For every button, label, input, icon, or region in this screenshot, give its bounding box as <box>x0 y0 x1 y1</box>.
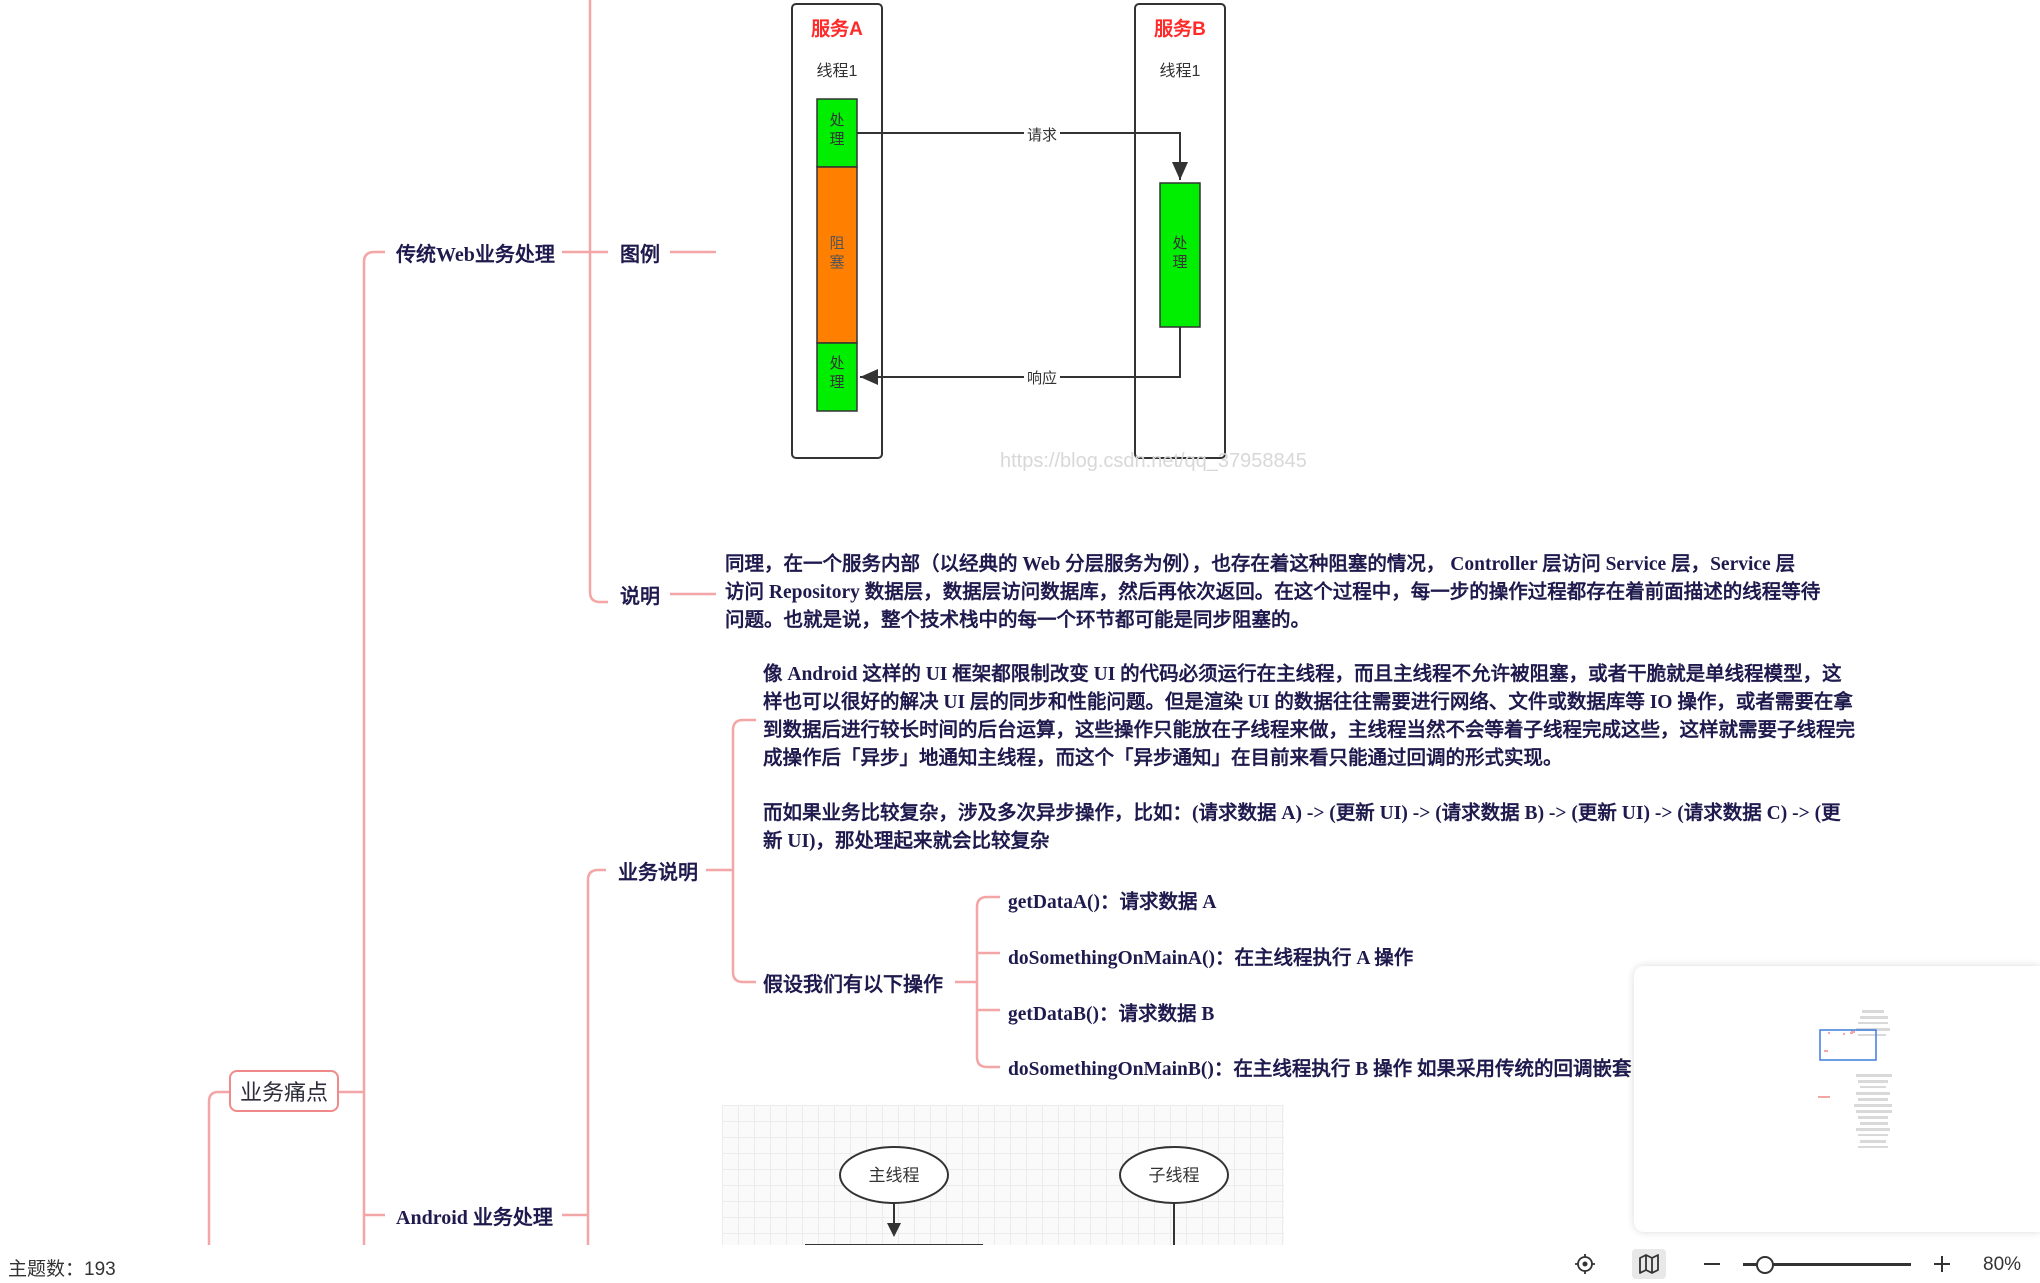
process-block-2 <box>816 342 858 412</box>
map-icon[interactable] <box>1632 1249 1666 1279</box>
op-main-b[interactable]: doSomethingOnMainB()：在主线程执行 B 操作 如果采用传统的… <box>1008 1059 1632 1080</box>
process-block-b <box>1159 182 1201 328</box>
response-label-bg <box>1024 367 1060 387</box>
zoom-in-icon[interactable] <box>1927 1249 1957 1279</box>
main-thread-arrowhead <box>887 1223 901 1237</box>
root-topic-label: 业务痛点 <box>239 1080 328 1105</box>
vlabel-char: 处 <box>1172 235 1187 252</box>
description-line: 同理，在一个服务内部（以经典的 Web 分层服务为例），也存在着这种阻塞的情况，… <box>725 554 1796 575</box>
op-get-data-a[interactable]: getDataA()：请求数据 A <box>1008 892 1217 913</box>
thread-flow-svg: 主线程 子线程 <box>805 1146 1229 1245</box>
mindmap-connectors <box>207 0 1000 1245</box>
topic-business-description[interactable]: 业务说明 <box>618 862 698 884</box>
vlabel-char: 理 <box>829 374 844 391</box>
request-arrow <box>857 132 1188 180</box>
service-a-title: 服务A <box>811 17 863 40</box>
topic-operations[interactable]: 假设我们有以下操作 <box>763 974 943 996</box>
vertical-label: 处理 <box>1172 235 1187 271</box>
vlabel-char: 处 <box>829 112 844 129</box>
paragraph-line: 像 Android 这样的 UI 框架都限制改变 UI 的代码必须运行在主线程，… <box>763 664 1842 685</box>
thread-flow-diagram[interactable]: 主线程 子线程 <box>722 1105 1284 1245</box>
status-bar: 主题数：193 80% <box>0 1245 2040 1283</box>
minimap-viewport[interactable] <box>1819 1029 1877 1061</box>
response-arrow <box>860 327 1181 385</box>
minimap-svg <box>1818 1010 1892 1148</box>
main-thread-label: 主线程 <box>869 1166 920 1185</box>
process-block-1 <box>816 98 858 168</box>
paragraph-line: 而如果业务比较复杂，涉及多次异步操作，比如：(请求数据 A) -> (更新 UI… <box>763 803 1841 824</box>
vertical-label: 阻塞 <box>829 235 844 271</box>
topic-android[interactable]: Android 业务处理 <box>396 1207 553 1229</box>
service-a-thread: 线程1 <box>817 62 858 80</box>
response-label: 响应 <box>1027 369 1057 387</box>
op-get-data-b[interactable]: getDataB()：请求数据 B <box>1008 1004 1215 1025</box>
zoom-out-icon[interactable] <box>1697 1249 1727 1279</box>
root-topic[interactable]: 业务痛点 <box>229 1070 339 1112</box>
vlabel-char: 处 <box>829 355 844 372</box>
topic-count: 主题数：193 <box>8 1259 116 1280</box>
legend-sequence-diagram[interactable]: 服务A 服务B 线程1 线程1 处理 阻塞 处理 处理 请求 响应 <box>780 0 1260 470</box>
zoom-slider[interactable] <box>1743 1256 1911 1274</box>
minimap[interactable] <box>1634 966 2040 1232</box>
android-paragraph-2[interactable]: 而如果业务比较复杂，涉及多次异步操作，比如：(请求数据 A) -> (更新 UI… <box>763 800 1841 856</box>
vertical-label: 处理 <box>829 355 844 391</box>
zoom-level: 80% <box>1983 1254 2022 1275</box>
request-label-bg <box>1024 124 1060 144</box>
paragraph-line: 到数据后进行较长时间的后台运算，这些操作只能放在子线程来做，主线程当然不会等着子… <box>763 720 1856 741</box>
description-line: 问题。也就是说，整个技术栈中的每一个环节都可能是同步阻塞的。 <box>725 610 1311 631</box>
topic-traditional-web[interactable]: 传统Web业务处理 <box>396 244 555 266</box>
description-text[interactable]: 同理，在一个服务内部（以经典的 Web 分层服务为例），也存在着这种阻塞的情况，… <box>725 551 1820 635</box>
paragraph-line: 样也可以很好的解决 UI 层的同步和性能问题。但是渲染 UI 的数据往往需要进行… <box>763 692 1853 713</box>
description-line: 访问 Repository 数据层，数据层访问数据库，然后再依次返回。在这个过程… <box>725 582 1821 603</box>
vlabel-char: 理 <box>829 131 844 148</box>
paragraph-line: 成操作后「异步」地通知主线程，而这个「异步通知」在目前来看只能通过回调的形式实现… <box>763 748 1563 769</box>
vertical-label: 处理 <box>829 112 844 148</box>
vlabel-char: 理 <box>1172 254 1187 271</box>
vlabel-char: 塞 <box>829 253 844 271</box>
zoom-slider-thumb[interactable] <box>1756 1256 1775 1274</box>
paragraph-line: 新 UI)，那处理起来就会比较复杂 <box>763 831 1050 852</box>
request-label: 请求 <box>1027 127 1057 144</box>
android-paragraph-1[interactable]: 像 Android 这样的 UI 框架都限制改变 UI 的代码必须运行在主线程，… <box>763 661 1855 773</box>
image-watermark: https://blog.csdn.net/qq_37958845 <box>1000 450 1307 472</box>
service-b-thread: 线程1 <box>1160 62 1201 80</box>
topic-legend[interactable]: 图例 <box>620 244 660 266</box>
service-b-title: 服务B <box>1154 17 1206 40</box>
mindmap-canvas[interactable]: 业务痛点 传统Web业务处理 图例 说明 同理，在一个服务内部（以经典的 Web… <box>0 0 2040 1245</box>
vlabel-char: 阻 <box>829 235 844 252</box>
locate-icon[interactable] <box>1570 1249 1600 1279</box>
op-main-a[interactable]: doSomethingOnMainA()：在主线程执行 A 操作 <box>1008 948 1414 969</box>
sub-thread-label: 子线程 <box>1149 1166 1200 1185</box>
topic-description[interactable]: 说明 <box>620 586 660 608</box>
